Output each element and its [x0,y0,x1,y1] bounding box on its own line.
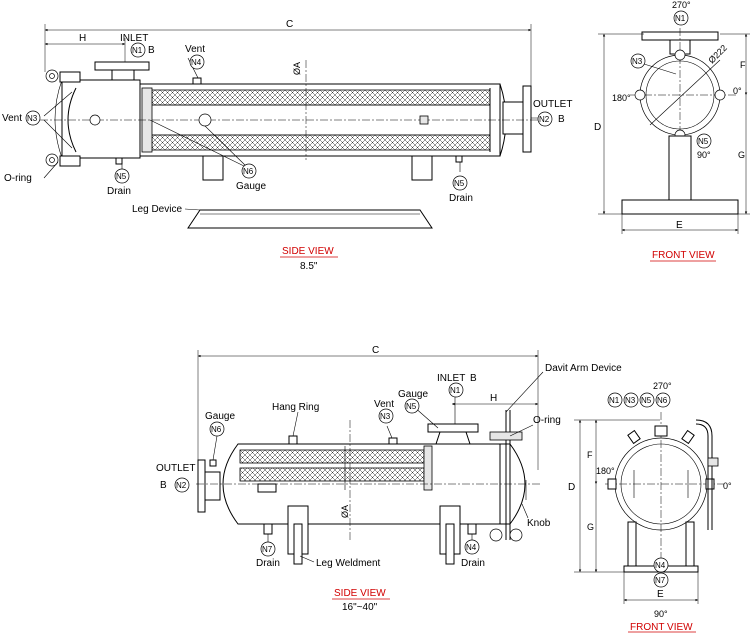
bottom-hang-ring-label: Hang Ring [272,402,319,413]
top-inlet-label: INLET [120,33,148,44]
bottom-front-dim-f: F [587,450,593,460]
bottom-front-nozzle-bottom-2: N7 [655,576,666,585]
top-front-nozzle-n5: N5 [698,137,709,146]
top-drain-right-nozzle: N5 [454,179,465,188]
top-saddle-right [411,155,433,181]
bottom-front-angle-bottom: 90° [654,609,668,619]
bottom-oring-label: O-ring [533,415,561,426]
bottom-front-dim-d: D [568,482,575,493]
bottom-inlet-flange [427,423,479,433]
top-outlet-pipe [502,101,524,135]
bottom-front-nozzle-bottom-1: N4 [655,561,666,570]
top-vent-label: Vent [185,44,205,55]
bottom-outlet-nozzle: N2 [176,481,187,490]
bottom-outlet-label: OUTLET [156,463,195,474]
top-dim-h: H [79,33,86,44]
bottom-inlet-nozzle: N1 [450,386,461,395]
top-outlet-nozzle: N2 [539,115,550,124]
top-side-view-size: 8.5" [300,261,318,272]
top-filter-mesh-upper [151,89,491,106]
top-inlet-b: B [148,45,155,56]
bottom-gauge-left-nozzle: N6 [211,425,222,434]
top-gauge-nozzle: N6 [243,167,254,176]
top-oring-label: O-ring [4,173,32,184]
bottom-front-angle-right: 0° [723,481,732,491]
top-front-view-title: FRONT VIEW [652,250,715,261]
bottom-gauge-right-label: Gauge [398,389,428,400]
top-dim-c: C [286,19,293,30]
top-outlet-label: OUTLET [533,99,572,110]
bottom-vent-nozzle: N3 [380,412,391,421]
top-front-angle-top: 270° [672,0,691,10]
bottom-drain-right-nozzle: N4 [466,543,477,552]
top-gauge-label: Gauge [236,181,266,192]
top-leg-label: Leg Device [132,204,182,215]
bottom-vent-label: Vent [374,399,394,410]
bottom-gauge-right-nozzle: N5 [406,402,417,411]
top-front-view: 270° N1 D F G E N3 [594,0,750,262]
bottom-dim-c: C [372,345,379,356]
bottom-drain-left-label: Drain [256,558,280,569]
top-front-nozzle-n3: N3 [632,57,643,66]
top-dim-diameter: ØA [292,62,302,75]
bottom-dim-diameter: ØA [340,505,350,518]
bottom-front-nozzle-4: N6 [657,396,668,405]
top-drain-right-label: Drain [449,193,473,204]
top-side-view: C H ØA [2,19,572,272]
bottom-front-angle-top: 270° [653,381,672,391]
bottom-gauge-left-label: Gauge [205,411,235,422]
bottom-front-dim-e: E [657,589,664,600]
bottom-front-angle-left: 180° [596,466,615,476]
top-drain-left-label: Drain [107,186,131,197]
bottom-outlet-flange [197,459,206,513]
top-vent-nozzle: N4 [191,58,202,67]
top-left-vent-label: Vent [2,113,22,124]
top-front-dim-f: F [740,60,746,70]
bottom-filter-mesh-lower [239,467,425,482]
top-outlet-flange [522,85,532,153]
bottom-inlet-label: INLET [437,373,465,384]
bottom-side-view: C H ØA [156,345,622,613]
top-front-angle-right: 0° [733,86,742,96]
bottom-knob-label: Knob [527,518,551,529]
bottom-front-nozzle-2: N3 [625,396,636,405]
top-left-vent-nozzle: N3 [27,114,38,123]
bottom-front-view: 270° N1 N3 N5 N6 D F [568,381,732,633]
bottom-side-view-size: 16"~40" [342,602,378,613]
top-front-angle-bottom: 90° [697,150,711,160]
bottom-filter-mesh-upper [239,449,425,464]
top-saddle-left [202,155,224,181]
top-side-view-title: SIDE VIEW [282,246,334,257]
bottom-leg-label: Leg Weldment [316,558,381,569]
top-front-nozzle-top: N1 [675,14,686,23]
top-outlet-b: B [558,114,565,125]
bottom-inlet-b: B [470,373,477,384]
top-front-base [621,199,739,215]
bottom-drain-left-nozzle: N7 [262,545,273,554]
bottom-front-nozzle-1: N1 [609,396,620,405]
top-front-angle-left: 180° [612,93,631,103]
bottom-drain-right-label: Drain [461,558,485,569]
top-front-dim-d: D [594,122,601,133]
top-inlet-nozzle: N1 [132,46,143,55]
bottom-front-nozzle-3: N5 [641,396,652,405]
top-inlet-flange [94,61,150,71]
bottom-side-view-title: SIDE VIEW [334,588,386,599]
bottom-front-dim-g: G [587,522,594,532]
top-front-dim-g: G [738,150,745,160]
bottom-outlet-b: B [160,480,167,491]
top-drain-left-nozzle: N5 [116,172,127,181]
top-front-dim-e: E [676,220,683,231]
bottom-dim-h: H [490,393,497,404]
top-left-cover [61,79,141,159]
bottom-front-view-title: FRONT VIEW [630,622,693,633]
top-filter-mesh-lower [151,134,491,151]
top-leg-device [187,209,433,229]
bottom-davit-label: Davit Arm Device [545,363,622,374]
